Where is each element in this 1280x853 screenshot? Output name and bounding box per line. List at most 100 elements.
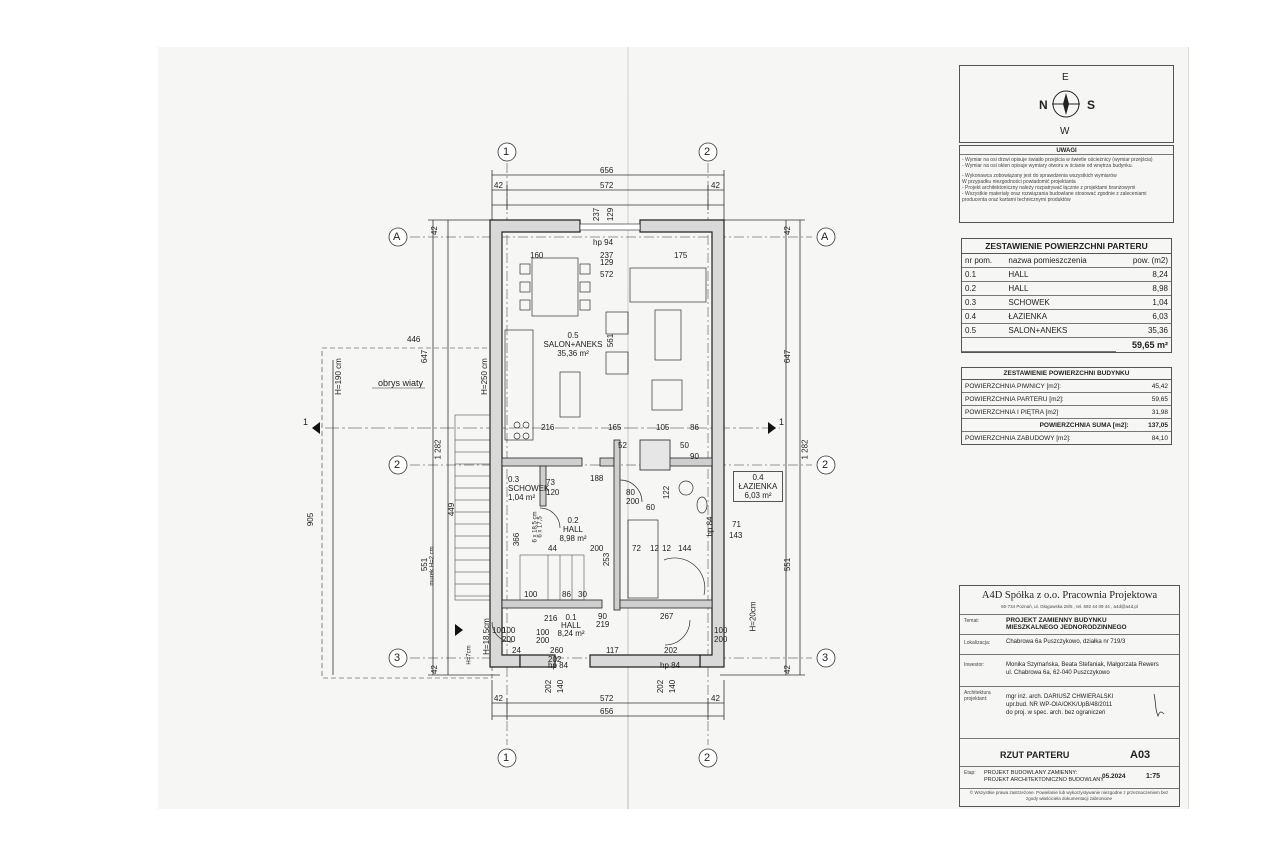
dim-60: 60 — [646, 503, 655, 512]
dim-inner-bottom: 572 — [600, 694, 614, 703]
table-row: POWIERZCHNIA SUMA [m2]:137,05 — [962, 418, 1171, 432]
dim-200e: 200 — [714, 635, 728, 644]
dim-253: 253 — [602, 552, 612, 567]
floor-table-header: nr pom. nazwa pomieszczenia pow. (m2) — [962, 254, 1171, 268]
notes-box: UWAGI - Wymiar na osi drzwi opisuje świa… — [959, 145, 1174, 223]
investor-names: Monika Szymańska, Beata Stefaniak, Małgo… — [1006, 662, 1159, 668]
stage-label: Etap: — [964, 770, 976, 776]
drawing-date: 05.2024 — [1102, 773, 1126, 780]
dim-165: 165 — [608, 423, 622, 432]
dim-42-lb: 42 — [429, 665, 439, 674]
dim-86: 86 — [690, 423, 699, 432]
subject-label: Temat: — [964, 618, 980, 624]
dim-hp94: hp 94 — [593, 238, 614, 247]
drawing-title: RZUT PARTERU — [1000, 750, 1070, 760]
dim-hp84-c: hp 84 — [660, 661, 681, 670]
dim-overall-bottom: 656 — [600, 707, 614, 716]
dim-100a: 100 — [524, 590, 538, 599]
dim-143: 143 — [729, 531, 743, 540]
dim-100e: 100 — [492, 626, 506, 635]
architect-license: upr.bud. NR WP-OIA/OKK/UpB/48/2011 — [1006, 702, 1113, 708]
floor-plan — [312, 142, 836, 768]
dim-160: 160 — [530, 251, 544, 260]
building-area-table: ZESTAWIENIE POWIERZCHNI BUDYNKU POWIERZC… — [961, 367, 1172, 445]
dim-24: 24 — [512, 646, 521, 655]
axis-a-left: A — [393, 231, 401, 243]
dim-105: 105 — [656, 423, 670, 432]
dim-446: 446 — [407, 335, 421, 344]
firm-name: A4D Spółka z o.o. Pracownia Projektowa — [981, 590, 1158, 601]
dim-50: 50 — [680, 441, 689, 450]
dim-h7: H=7cm — [466, 645, 473, 665]
dim-90b: 90 — [598, 612, 607, 621]
investor-address: ul. Chabrowa 6a, 62-040 Puszczykowo — [1006, 670, 1110, 676]
compass-e: E — [1062, 72, 1069, 83]
dim-144: 144 — [678, 544, 692, 553]
title-block: E N S W UWAGI - Wymiar na osi drzwi opis… — [945, 55, 1183, 807]
notes-title: UWAGI — [960, 148, 1173, 155]
axis-1-top: 1 — [503, 146, 510, 158]
section-1-left: 1 — [303, 417, 309, 427]
drawing-number: A03 — [1130, 749, 1151, 761]
dim-905: 905 — [306, 512, 316, 527]
dim-219: 219 — [596, 620, 610, 629]
compass-w: W — [1060, 126, 1070, 137]
dim-44: 44 — [548, 544, 557, 553]
dim-129: 129 — [606, 207, 616, 222]
notes-list: - Wymiar na osi drzwi opisuje światło pr… — [962, 157, 1153, 203]
building-table-title: ZESTAWIENIE POWIERZCHNI BUDYNKU — [962, 368, 1171, 380]
dim-200d: 200 — [502, 635, 516, 644]
dim-h185: H=18,5cm — [481, 618, 491, 655]
dim-122: 122 — [662, 485, 672, 500]
table-row: POWIERZCHNIA PARTERU [m2]:59,65 — [962, 392, 1171, 406]
dim-6x175: 6 x 17,5 — [537, 516, 544, 538]
dim-wall-br: 42 — [711, 694, 720, 703]
axis-2-right: 2 — [822, 459, 829, 471]
dim-551-right: 551 — [783, 557, 793, 572]
dim-561: 561 — [606, 333, 616, 348]
copyright-note: © Wszystkie prawa zastrzeżone. Powielani… — [969, 790, 1169, 801]
compass-icon — [1052, 90, 1080, 118]
dim-188: 188 — [590, 474, 604, 483]
dim-72: 72 — [632, 544, 641, 553]
dim-52: 52 — [618, 441, 627, 450]
dim-202a: 202 — [548, 655, 562, 664]
dim-140b: 140 — [668, 679, 678, 694]
dim-572b: 572 — [600, 270, 614, 279]
dim-hp84-b: hp 84 — [548, 661, 569, 670]
dim-237b: 237 — [600, 251, 614, 260]
dim-wall-bl: 42 — [494, 694, 503, 703]
dim-80: 80 — [626, 488, 635, 497]
firm-address: 60-734 Poznań, ul. Głogowska 28/5 , tel.… — [1001, 604, 1138, 609]
axis-a-right: A — [821, 231, 829, 243]
dim-200c: 200 — [590, 544, 604, 553]
drawing-scale: 1:75 — [1146, 773, 1161, 780]
dim-202c: 202 — [544, 679, 554, 694]
axis-2-bottom: 2 — [704, 752, 711, 764]
project-box: A4D Spółka z o.o. Pracownia Projektowa 6… — [959, 585, 1180, 807]
architect-name: mgr inż. arch. DARIUSZ CHWIERALSKI — [1006, 694, 1114, 700]
dim-216: 216 — [541, 423, 555, 432]
table-row: POWIERZCHNIA I PIĘTRA [m2]31,98 — [962, 405, 1171, 419]
location-value: Chabrowa 6a Puszczykowo, działka nr 719/… — [1006, 639, 1126, 645]
dim-100b: 100 — [502, 626, 516, 635]
axis-3-right: 3 — [822, 652, 829, 664]
dim-42-rt: 42 — [782, 226, 792, 235]
dim-42-lt: 42 — [429, 226, 439, 235]
table-row: POWIERZCHNIA PIWNICY [m2]:45,42 — [962, 380, 1171, 393]
dim-73: 73 — [546, 478, 555, 487]
dim-murek: murek H=2 cm — [429, 546, 436, 586]
compass-s: S — [1087, 98, 1096, 112]
compass-n: N — [1039, 98, 1048, 112]
section-1-right: 1 — [779, 417, 785, 427]
dim-71: 71 — [732, 520, 741, 529]
canopy-label: obrys wiaty — [378, 378, 424, 388]
investor-label: Inwestor: — [964, 662, 985, 668]
dim-h190: H=190 cm — [333, 358, 343, 395]
dim-140a: 140 — [556, 679, 566, 694]
